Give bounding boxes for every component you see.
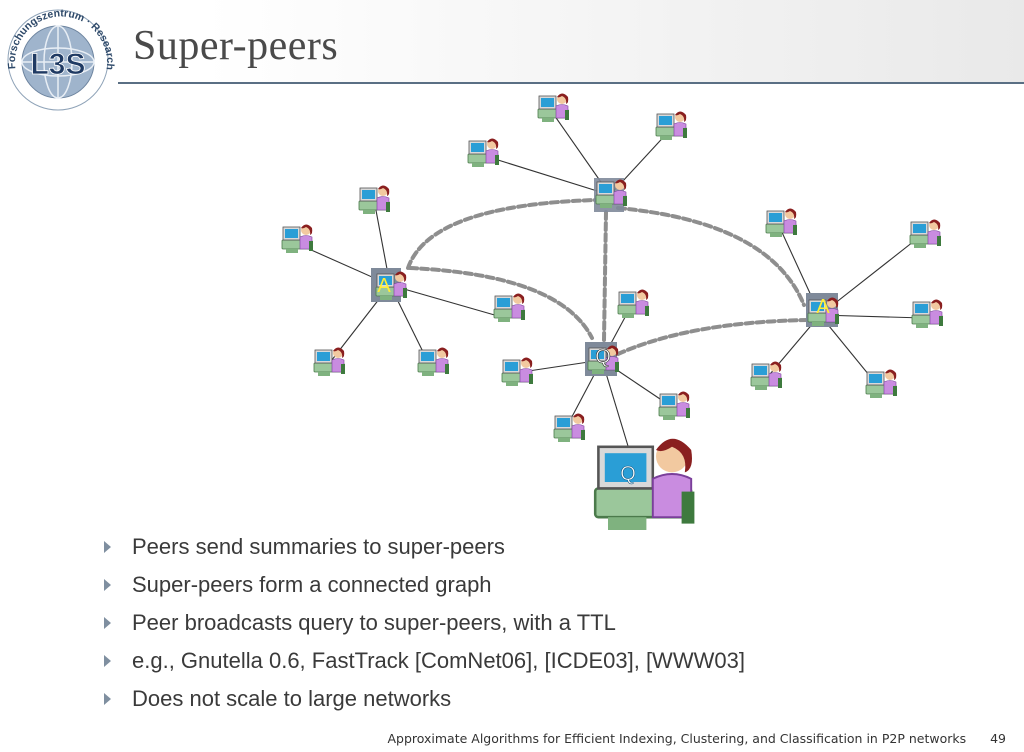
peer-node (750, 361, 783, 391)
superpeer-a-left: A (371, 268, 408, 302)
network-diagram: A A Q Q (281, 93, 944, 532)
bullet-text: Peer broadcasts query to super-peers, wi… (132, 610, 616, 635)
query-user (593, 437, 697, 532)
bullet-item: e.g., Gnutella 0.6, FastTrack [ComNet06]… (102, 644, 745, 682)
page-number: 49 (990, 731, 1006, 746)
superpeer-a-label: A (377, 275, 391, 297)
bullet-item: Super-peers form a connected graph (102, 568, 745, 606)
slide-footer: Approximate Algorithms for Efficient Ind… (387, 731, 1006, 746)
superpeer-a-right: A (806, 293, 840, 327)
peer-node (909, 219, 942, 249)
header-rule (118, 82, 1024, 84)
peer-node (553, 413, 586, 443)
bullet-item: Peers send summaries to super-peers (102, 530, 745, 568)
peer-node (281, 224, 314, 254)
bullet-text: Peers send summaries to super-peers (132, 534, 505, 559)
bullet-text: Does not scale to large networks (132, 686, 452, 711)
peer-node (493, 293, 526, 323)
peers (281, 93, 944, 443)
peer-node (537, 93, 570, 123)
bullet-arrow-icon (104, 617, 111, 629)
bullet-arrow-icon (104, 579, 111, 591)
peer-node (467, 138, 500, 168)
peer-node (765, 208, 798, 238)
bullet-item: Does not scale to large networks (102, 682, 745, 720)
bullet-arrow-icon (104, 693, 111, 705)
query-user-label: Q (620, 463, 636, 485)
peer-node (655, 111, 688, 141)
bullet-text: e.g., Gnutella 0.6, FastTrack [ComNet06]… (132, 648, 745, 673)
l3s-logo: Forschungszentrum · Research Center L3S (2, 2, 116, 111)
logo-text: L3S (30, 48, 85, 81)
peer-node (911, 299, 944, 329)
bullet-arrow-icon (104, 655, 111, 667)
query-peer-label: Q (595, 346, 611, 368)
peer-node (865, 369, 898, 399)
bullet-text: Super-peers form a connected graph (132, 572, 492, 597)
peer-node (658, 391, 691, 421)
peer-node (501, 357, 534, 387)
superpeer-top (594, 178, 628, 212)
peer-node (417, 347, 450, 377)
superpeer-b-label: A (816, 296, 830, 318)
header-band (0, 0, 1024, 82)
peer-node (358, 185, 391, 215)
peer-node (617, 289, 650, 319)
peer-node (313, 347, 346, 377)
footer-text: Approximate Algorithms for Efficient Ind… (387, 731, 967, 746)
superpeer-query: Q (585, 342, 620, 376)
bullet-item: Peer broadcasts query to super-peers, wi… (102, 606, 745, 644)
bullet-list: Peers send summaries to super-peers Supe… (102, 530, 745, 720)
slide-title: Super-peers (133, 23, 339, 69)
bullet-arrow-icon (104, 541, 111, 553)
superpeer-links (406, 198, 810, 356)
